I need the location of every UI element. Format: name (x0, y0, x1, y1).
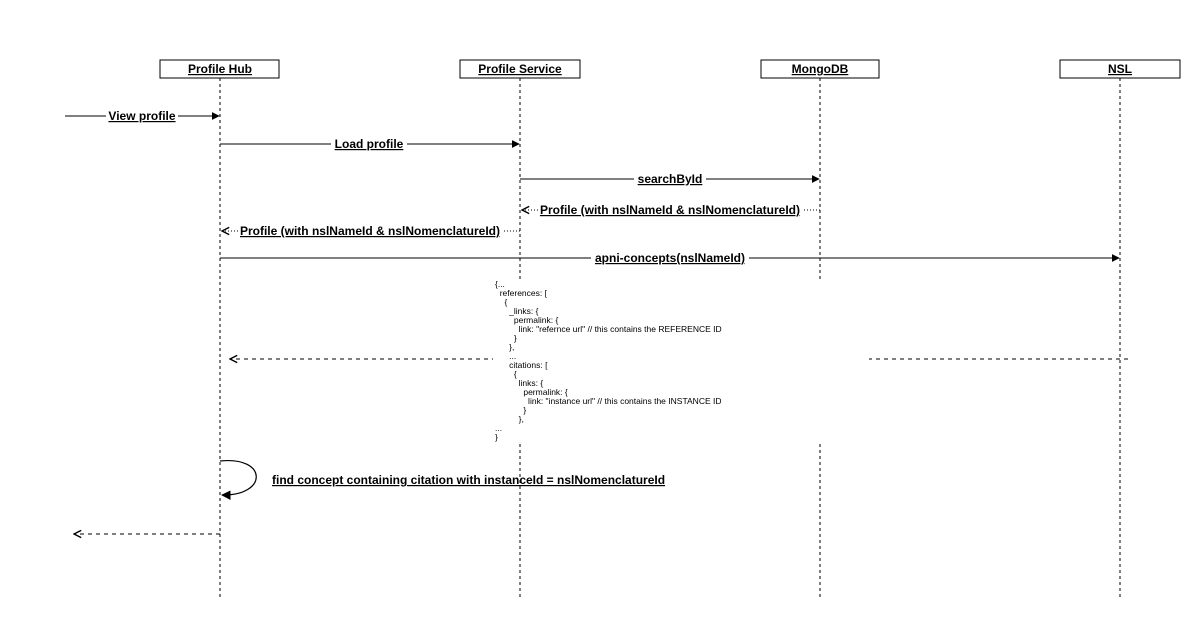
message-view-profile: View profile (65, 108, 220, 123)
code-line: }, (495, 342, 514, 352)
participant-label: Profile Hub (188, 62, 252, 76)
message-mongo-return: Profile (with nslNameId & nslNomenclatur… (522, 202, 820, 217)
response-code-note: {... references: [ { _links: { permalink… (493, 279, 869, 443)
participant-nsl: NSL (1059, 59, 1181, 79)
code-line: } (495, 432, 498, 442)
code-line: { (495, 297, 507, 307)
message-label-mongo-return: Profile (with nslNameId & nslNomenclatur… (540, 203, 800, 217)
code-line: ... (495, 351, 516, 361)
message-label-load-profile: Load profile (335, 137, 404, 151)
code-line: _links: { (495, 306, 539, 316)
message-label-service-return: Profile (with nslNameId & nslNomenclatur… (240, 224, 500, 238)
message-label-view-profile: View profile (108, 109, 175, 123)
message-label-apni-concepts: apni-concepts(nslNameId) (595, 251, 745, 265)
participant-label: Profile Service (478, 62, 562, 76)
code-line: permalink: { (495, 315, 558, 325)
message-apni-concepts: apni-concepts(nslNameId) (220, 250, 1120, 265)
code-line: } (495, 405, 526, 415)
code-line: links: { (495, 378, 543, 388)
message-service-return: Profile (with nslNameId & nslNomenclatur… (222, 223, 520, 238)
code-line: citations: [ (495, 360, 548, 370)
message-self-find: find concept containing citation with in… (219, 460, 665, 500)
code-line: { (495, 369, 517, 379)
participant-label: MongoDB (792, 62, 849, 76)
code-line: references: [ (495, 288, 548, 298)
message-label-search-by-id: searchById (638, 172, 703, 186)
code-line: link: "instance url" // this contains th… (495, 396, 721, 406)
code-line: }, (495, 414, 524, 424)
message-search-by-id: searchById (520, 171, 820, 186)
participant-profile-hub: Profile Hub (159, 59, 280, 79)
code-line: {... (495, 279, 505, 289)
participant-profile-service: Profile Service (459, 59, 581, 79)
code-line: permalink: { (495, 387, 568, 397)
code-line: ... (495, 423, 502, 433)
message-load-profile: Load profile (220, 136, 520, 151)
code-line: link: "refernce url" // this contains th… (495, 324, 722, 334)
participant-mongodb: MongoDB (760, 59, 880, 79)
participant-label: NSL (1108, 62, 1132, 76)
message-label-self-find: find concept containing citation with in… (272, 473, 665, 487)
code-line: } (495, 333, 517, 343)
